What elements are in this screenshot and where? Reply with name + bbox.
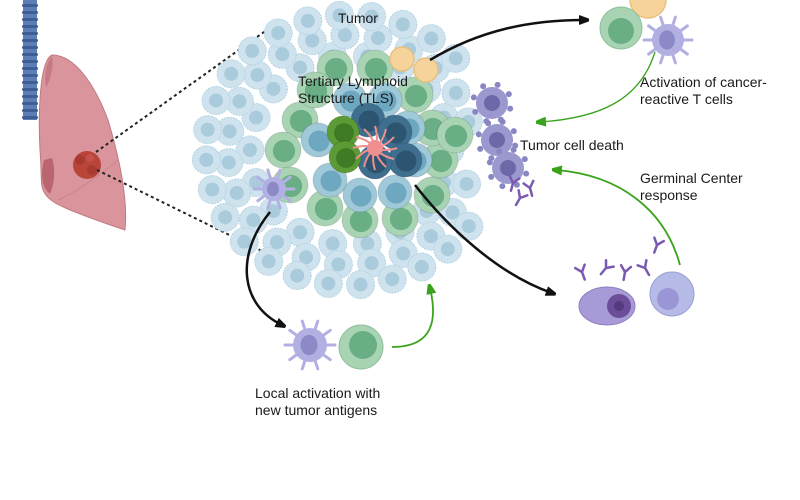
- lung-tumor-mass: [73, 151, 101, 179]
- label-germinal-line1: Germinal Center: [640, 170, 743, 186]
- antibody-icon: [522, 179, 535, 197]
- arrow-activation-to-death: [540, 51, 656, 122]
- activation-cells: [599, 0, 694, 65]
- arrow-dc-to-local: [245, 211, 282, 325]
- dying-tumor-cells: [470, 81, 530, 190]
- label-tls-line1: Tertiary Lymphoid: [298, 73, 408, 89]
- label-tumor-cell-death: Tumor cell death: [520, 137, 624, 153]
- label-tumor: Tumor: [338, 10, 378, 26]
- arrow-local-to-tumor: [391, 288, 433, 348]
- antibody-icon: [508, 174, 521, 192]
- arrow-germinal-to-death: [556, 170, 681, 266]
- lung-icon: [38, 54, 127, 231]
- antibodies: [508, 174, 666, 282]
- arrow-to-activation: [429, 20, 585, 62]
- follicular-dendritic-cell: [352, 125, 398, 171]
- plasma-cell: [578, 286, 636, 326]
- antibody-icon: [619, 263, 633, 282]
- yellow-cells: [389, 46, 439, 83]
- antibody-icon: [514, 189, 529, 207]
- label-activation-line2: reactive T cells: [640, 91, 733, 107]
- trachea-icon: [22, 0, 38, 120]
- b-cell: [649, 271, 695, 317]
- label-local-line1: Local activation with: [255, 385, 381, 401]
- antibody-icon: [653, 236, 666, 254]
- local-activation-cells: [283, 319, 384, 371]
- label-activation-line1: Activation of cancer-: [640, 74, 767, 90]
- label-tls-line2: Structure (TLS): [298, 90, 394, 106]
- dendritic-cell-tumor: [252, 168, 296, 210]
- antibody-icon: [573, 263, 586, 281]
- antibody-icon: [636, 259, 651, 277]
- tls-cell-cluster: [264, 49, 474, 239]
- arrow-tls-to-plasma: [414, 184, 552, 293]
- label-local-line2: new tumor antigens: [255, 402, 378, 418]
- antibody-icon: [599, 258, 615, 276]
- label-germinal-line2: response: [640, 187, 698, 203]
